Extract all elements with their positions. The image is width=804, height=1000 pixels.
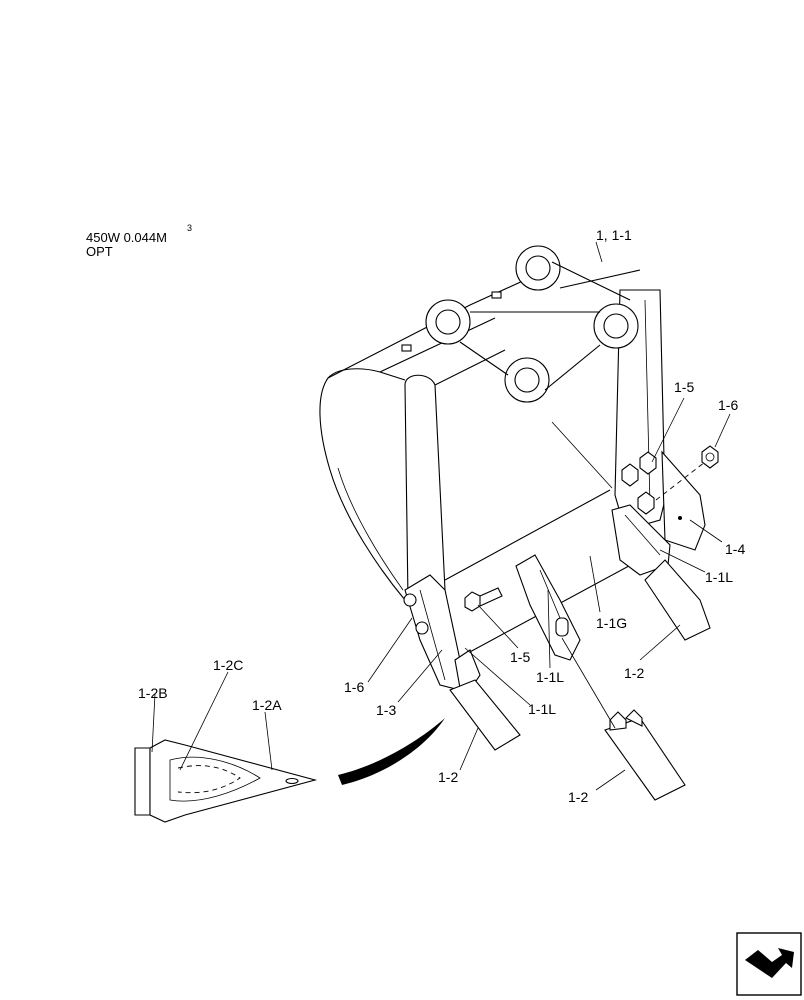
bolt-nut-set-right — [621, 445, 719, 515]
side-cutter-left — [403, 574, 521, 751]
model-spec: 450W 0.044M — [86, 230, 167, 245]
callout-1-1: 1, 1-1 — [596, 227, 632, 243]
callout-1-1l-mid: 1-1L — [536, 669, 564, 685]
callout-1-2c: 1-2C — [213, 657, 243, 673]
tooth-detail — [134, 739, 318, 823]
next-page-arrow-icon[interactable] — [736, 932, 802, 996]
tooth-loose — [604, 709, 686, 801]
tooth-adapter-middle — [515, 554, 581, 661]
callout-1-2-bottom: 1-2 — [568, 789, 588, 805]
callout-labels: 1, 1-1 1-5 1-6 1-4 1-1L 1-1G 1-5 1-1L 1-… — [138, 227, 745, 805]
callout-1-5-mid: 1-5 — [510, 649, 530, 665]
callout-1-4: 1-4 — [725, 541, 745, 557]
leader-lines — [151, 241, 731, 791]
callout-1-1l-left: 1-1L — [528, 701, 556, 717]
model-spec-superscript: 3 — [187, 223, 192, 233]
diagram-header: 450W 0.044M 3 OPT — [86, 223, 192, 259]
callout-1-6-left: 1-6 — [344, 679, 364, 695]
callout-1-2-left: 1-2 — [438, 769, 458, 785]
callout-1-5-top: 1-5 — [674, 379, 694, 395]
bolt-middle — [464, 587, 503, 612]
callout-1-3: 1-3 — [376, 702, 396, 718]
callout-1-1l-right: 1-1L — [705, 569, 733, 585]
variant-label: OPT — [86, 244, 113, 259]
tooth-adapter-right — [611, 504, 711, 641]
callout-1-6-top: 1-6 — [718, 397, 738, 413]
side-cutter-right — [661, 450, 706, 551]
callout-1-2a: 1-2A — [252, 697, 282, 713]
assembly-arrow — [338, 718, 445, 785]
callout-1-2-right: 1-2 — [624, 665, 644, 681]
callout-1-2b: 1-2B — [138, 685, 168, 701]
bucket-body — [319, 245, 666, 661]
callout-1-1g: 1-1G — [596, 615, 627, 631]
